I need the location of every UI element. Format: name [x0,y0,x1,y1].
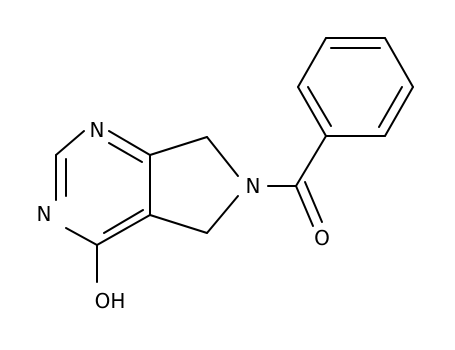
pyrrolidine-ring [149,136,239,234]
bond [384,37,414,88]
atom-label-nitrogen: N [37,202,52,226]
double-bond-inner [108,142,143,163]
bond [297,37,327,88]
atom-label-nitrogen: N [246,174,261,198]
pyrimidine-ring [55,130,151,283]
benzene-ring [297,37,414,137]
double-bond-inner [378,86,403,128]
atom-labels: N N N O OH [37,118,330,313]
bond [55,130,85,156]
atom-label-nitrogen: N [90,118,105,142]
carbonyl-group [267,135,327,227]
double-bond-co [295,185,314,227]
bond [384,86,414,137]
double-bond-co [304,181,323,223]
bond [297,86,327,137]
double-bond-inner [103,209,144,234]
bond [295,135,327,187]
bond [96,214,151,246]
atom-label-hydroxyl: OH [95,289,126,313]
bond [206,195,239,234]
double-bond-inner [307,86,332,127]
bond [108,130,151,156]
bond [149,214,208,234]
atom-label-oxygen: O [314,226,330,250]
bond [65,227,98,246]
bond [149,136,208,156]
bond [206,136,239,177]
